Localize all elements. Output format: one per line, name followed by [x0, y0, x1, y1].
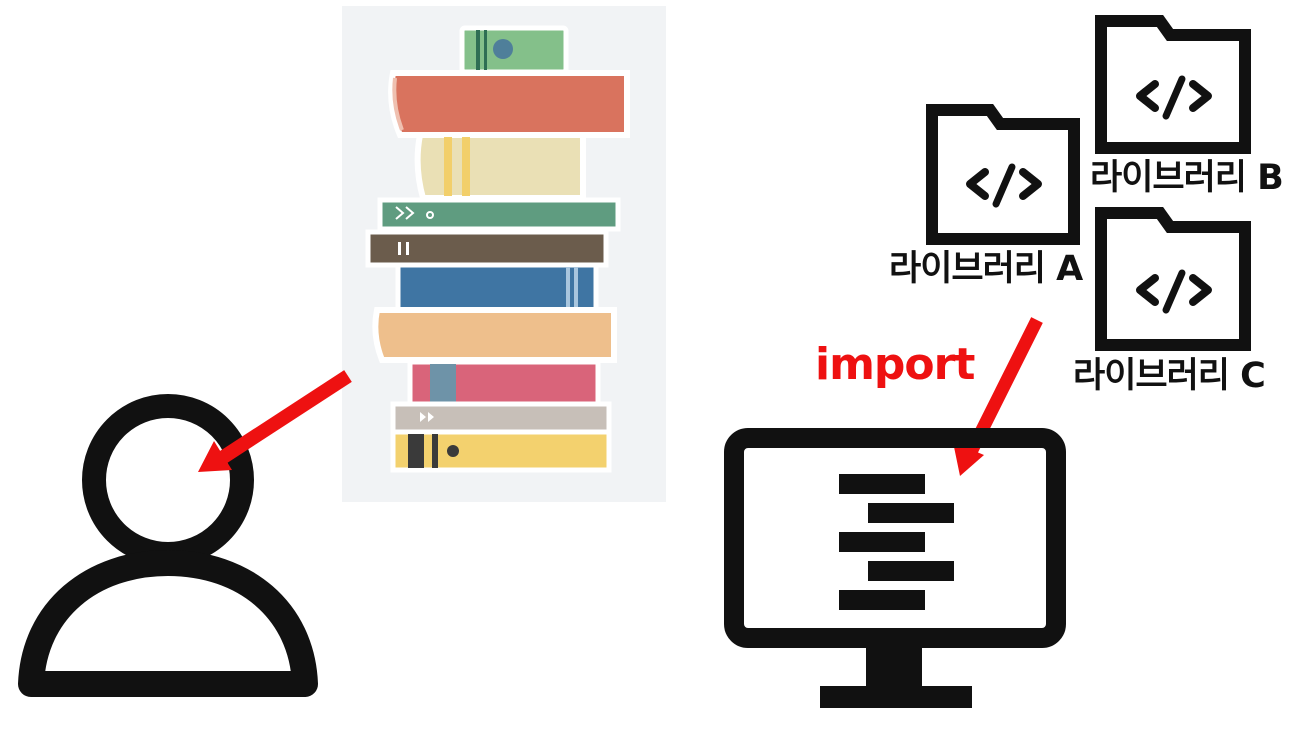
code-icon — [1136, 75, 1212, 120]
person-icon — [18, 394, 318, 697]
code-icon — [966, 163, 1042, 208]
library-folder-b — [1095, 15, 1251, 154]
monitor-code-icon — [724, 428, 1066, 708]
arrow-books-to-person — [198, 370, 352, 472]
code-icon — [1136, 269, 1212, 314]
library-folder-c — [1095, 207, 1251, 351]
import-label: import — [815, 339, 975, 390]
library-folder-a — [926, 104, 1080, 245]
library-label-c: 라이브러리 C — [1073, 356, 1266, 396]
library-label-b: 라이브러리 B — [1090, 158, 1284, 198]
book-stack-icon — [342, 6, 666, 502]
library-label-a: 라이브러리 A — [889, 249, 1083, 289]
